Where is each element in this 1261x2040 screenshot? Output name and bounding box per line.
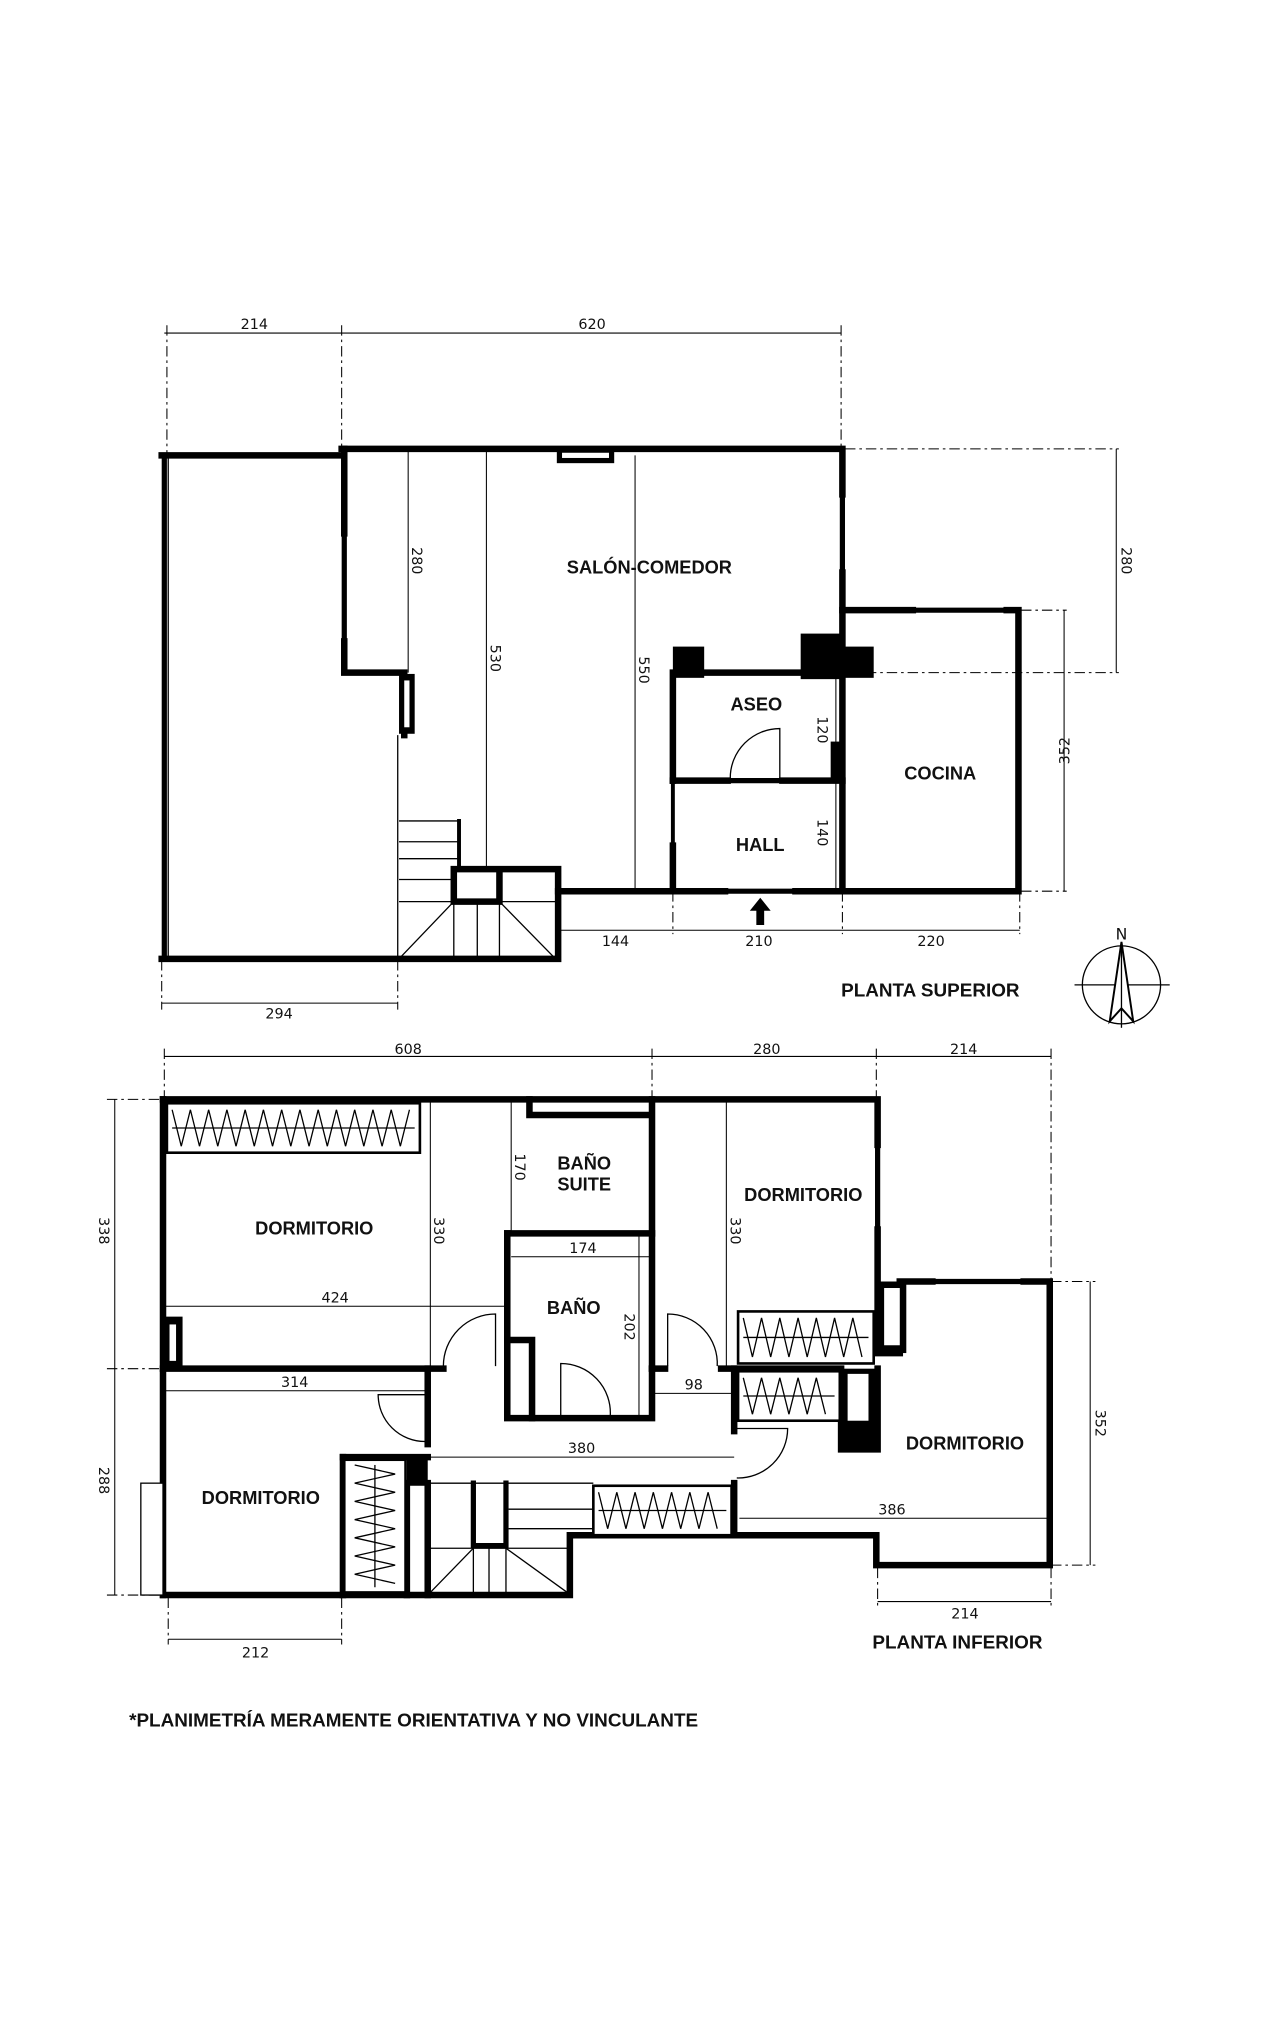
dim-424: 424 — [321, 1290, 348, 1306]
aseo-door[interactable] — [729, 727, 781, 779]
door[interactable] — [736, 1427, 789, 1479]
dim-280-inner: 280 — [408, 547, 424, 574]
north-compass-icon: N — [1074, 924, 1170, 1028]
dim-214-top: 214 — [950, 1042, 977, 1058]
room-label-hall: HALL — [736, 834, 785, 855]
lower-closets — [165, 1101, 876, 1594]
dim-120: 120 — [814, 716, 830, 743]
dim-530: 530 — [486, 645, 502, 672]
dim-280: 280 — [753, 1042, 780, 1058]
dim-330-left: 330 — [430, 1217, 446, 1244]
lower-stairs — [427, 1480, 594, 1593]
dim-174: 174 — [569, 1241, 596, 1257]
dim-314: 314 — [281, 1375, 308, 1391]
room-label-dormitorio-bottom-left: DORMITORIO — [202, 1487, 320, 1508]
lower-dimension-lines — [106, 1048, 1096, 1645]
dim-140: 140 — [814, 819, 830, 846]
room-label-dormitorio-bottom-right: DORMITORIO — [906, 1432, 1024, 1453]
dim-330-right: 330 — [726, 1217, 742, 1244]
dim-608: 608 — [394, 1042, 421, 1058]
dim-98: 98 — [685, 1378, 703, 1394]
door[interactable] — [667, 1313, 718, 1367]
dim-550: 550 — [635, 656, 651, 683]
dim-352-right: 352 — [1057, 737, 1073, 764]
upper-plan: SALÓN-COMEDOR ASEO HALL COCINA 214 620 2… — [158, 317, 1170, 1028]
lower-walls — [140, 1096, 1054, 1599]
upper-plan-title: PLANTA SUPERIOR — [841, 981, 1020, 1002]
dim-386: 386 — [878, 1502, 905, 1518]
dim-144: 144 — [602, 934, 629, 950]
room-label-dormitorio-top-left: DORMITORIO — [255, 1218, 373, 1239]
dim-288: 288 — [95, 1467, 111, 1494]
dim-202: 202 — [621, 1313, 637, 1340]
door[interactable] — [560, 1362, 611, 1416]
dim-210: 210 — [745, 934, 772, 950]
upper-stairs — [398, 818, 559, 960]
dim-214: 214 — [241, 317, 268, 333]
dim-338: 338 — [95, 1217, 111, 1244]
dim-170: 170 — [511, 1153, 527, 1180]
dim-294: 294 — [265, 1007, 292, 1023]
lower-plan-title: PLANTA INFERIOR — [872, 1632, 1042, 1653]
upper-walls — [158, 445, 1022, 963]
closet-hanger-zigzag — [171, 1109, 411, 1147]
room-label-bano-suite-line2: SUITE — [557, 1173, 611, 1194]
room-label-salon-comedor: SALÓN-COMEDOR — [567, 557, 732, 578]
room-label-aseo: ASEO — [730, 693, 782, 714]
dim-352: 352 — [1091, 1410, 1107, 1437]
compass-north-label: N — [1116, 924, 1128, 943]
room-label-cocina: COCINA — [904, 762, 976, 783]
dim-620: 620 — [578, 317, 605, 333]
door[interactable] — [377, 1394, 426, 1443]
entrance-arrow-icon — [749, 897, 771, 926]
lower-plan: DORMITORIO BAÑO SUITE DORMITORIO BAÑO DO… — [95, 1042, 1107, 1662]
dim-212: 212 — [242, 1646, 269, 1662]
dim-280-right: 280 — [1117, 547, 1133, 574]
room-label-dormitorio-top-right: DORMITORIO — [744, 1184, 862, 1205]
room-label-bano: BAÑO — [547, 1297, 601, 1318]
disclaimer: *PLANIMETRÍA MERAMENTE ORIENTATIVA Y NO … — [129, 1709, 698, 1731]
door[interactable] — [442, 1313, 497, 1367]
room-label-bano-suite-line1: BAÑO — [557, 1153, 611, 1174]
dim-380: 380 — [568, 1441, 595, 1457]
upper-dimension-lines — [161, 325, 1119, 1010]
dim-214-bottom: 214 — [951, 1606, 978, 1622]
dim-220: 220 — [917, 934, 944, 950]
